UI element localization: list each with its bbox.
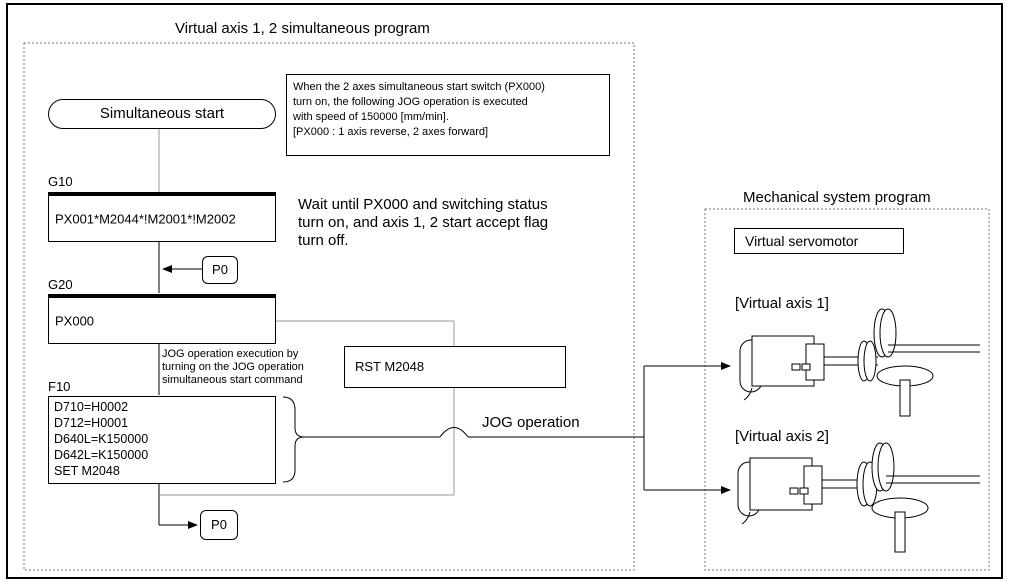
virtual-axis-1-label: [Virtual axis 1] [735,295,829,312]
virtual-servomotor-box: Virtual servomotor [734,228,904,254]
reset-box: RST M2048 [344,346,566,388]
note-line: [PX000 : 1 axis reverse, 2 axes forward] [293,126,489,138]
f10-line: D642L=K150000 [54,448,149,462]
f10-line: SET M2048 [54,464,120,478]
g10-comment-line: Wait until PX000 and switching status [298,196,548,213]
diagram-frame [6,3,1003,579]
step-label-f10: F10 [48,379,71,394]
servomotor-axis1-icon [739,308,980,417]
right-program-title: Mechanical system program [743,189,931,206]
servomotor-axis2-icon [737,442,980,553]
jog-comment-line: JOG operation execution by [162,348,299,360]
left-program-border [23,42,635,571]
step-f10: D710=H0002 D712=H0001 D640L=K150000 D642… [48,396,276,484]
note-line: with speed of 150000 [mm/min]. [293,111,449,123]
g10-comment-line: turn on, and axis 1, 2 start accept flag [298,214,549,231]
virtual-axis-2-label: [Virtual axis 2] [735,428,829,445]
f10-line: D640L=K150000 [54,432,149,446]
step-g20: PX000 [48,294,276,344]
note-line: When the 2 axes simultaneous start switc… [293,81,545,93]
step-g10-condition: PX001*M2044*!M2001*!M2002 [55,211,236,226]
left-program-title: Virtual axis 1, 2 simultaneous program [175,20,430,37]
note-box: When the 2 axes simultaneous start switc… [286,74,610,156]
jog-comment-line: simultaneous start command [162,374,303,386]
g10-comment: Wait until PX000 and switching status tu… [298,196,548,250]
f10-line: D710=H0002 [54,400,129,414]
start-node: Simultaneous start [48,99,276,129]
jump-p0-bottom: P0 [200,510,238,540]
jog-comment-line: turning on the JOG operation [162,361,304,373]
jog-comment: JOG operation execution by turning on th… [162,348,304,387]
step-label-g10: G10 [48,174,73,189]
g10-comment-line: turn off. [298,232,349,249]
right-program-border [704,208,990,571]
step-g10: PX001*M2044*!M2001*!M2002 [48,192,276,242]
step-g20-condition: PX000 [55,313,95,328]
step-label-g20: G20 [48,277,73,292]
note-line: turn on, the following JOG operation is … [293,96,528,108]
jump-p0-top: P0 [202,256,238,284]
f10-line: D712=H0001 [54,416,129,430]
jog-operation-label: JOG operation [482,414,580,431]
